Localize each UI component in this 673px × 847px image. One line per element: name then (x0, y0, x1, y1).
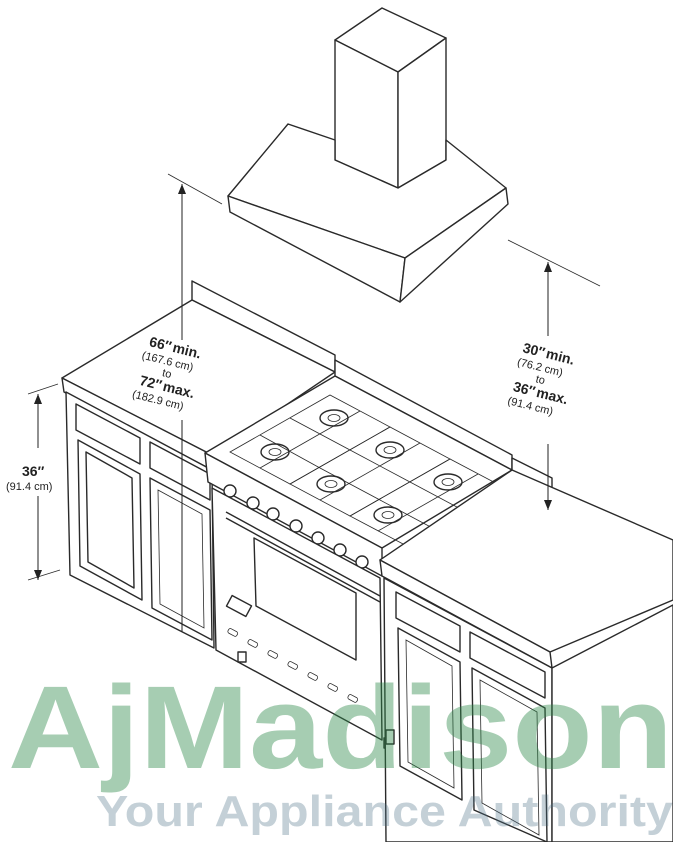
hood-height-max-unit: max. (535, 384, 570, 407)
counter-height-value: 36″ (22, 463, 45, 479)
burner-rear-center (375, 441, 405, 459)
burner-rear-left (319, 409, 349, 427)
right-cabinet (379, 457, 673, 843)
brand-badge (225, 594, 253, 618)
left-door-2 (149, 477, 213, 641)
burner-rear-right (433, 473, 463, 491)
arrow-down-icon (34, 570, 42, 580)
right-door-1 (397, 627, 463, 801)
arrow-up-icon (178, 184, 186, 194)
arrow-down-icon (544, 500, 552, 510)
oven-handle (225, 511, 381, 597)
burners (260, 409, 463, 524)
counter-height-label: 36″ (91.4 cm) (6, 463, 52, 493)
arrow-up-icon (34, 394, 42, 404)
extension-line (507, 239, 601, 287)
leg-left (237, 651, 247, 663)
range-hood (227, 7, 509, 303)
overall-height-connector: to (161, 367, 173, 381)
hood-height-max-value: 36″ (512, 378, 538, 399)
left-drawer-1 (75, 403, 141, 465)
overall-height-min-unit: min. (171, 339, 203, 361)
watermark-tagline: Your Appliance Authority (96, 787, 673, 836)
left-drawer-2 (149, 441, 211, 501)
burner-front-center (316, 475, 346, 493)
hood-height-min-value: 30″ (521, 339, 547, 360)
hood-canopy-side (399, 187, 509, 303)
hood-height-label: 30″ min. (76.2 cm) to 36″ max. (91.4 cm) (506, 339, 577, 418)
burner-front-left (260, 443, 290, 461)
hood-height-min-unit: min. (545, 345, 577, 367)
left-door-1 (77, 439, 143, 601)
range (204, 359, 513, 749)
right-drawer-1 (395, 591, 461, 653)
burner-front-right (373, 506, 403, 524)
extension-line (167, 173, 223, 205)
hood-height-connector: to (534, 373, 546, 387)
watermark: AjMadison Your Appliance Authority (8, 662, 673, 836)
arrow-up-icon (544, 262, 552, 272)
dimension-lines (27, 173, 601, 632)
watermark-brand: AjMadison (8, 662, 673, 794)
lower-vents (227, 628, 359, 703)
right-cabinet-side (551, 604, 673, 843)
right-drawer-2 (469, 631, 546, 699)
overall-height-label: 66″ min. (167.6 cm) to 72″ max. (182.9 c… (131, 333, 203, 413)
counter-height-metric: (91.4 cm) (6, 481, 52, 493)
overall-height-max-value: 72″ (138, 372, 164, 393)
overall-height-min-value: 66″ (148, 333, 174, 354)
overall-height-max-unit: max. (161, 378, 196, 401)
oven-window (253, 537, 357, 661)
knob-icon (289, 519, 303, 533)
knob-icon (246, 496, 260, 510)
extension-line (27, 383, 59, 395)
cabinet-foot (385, 729, 395, 745)
